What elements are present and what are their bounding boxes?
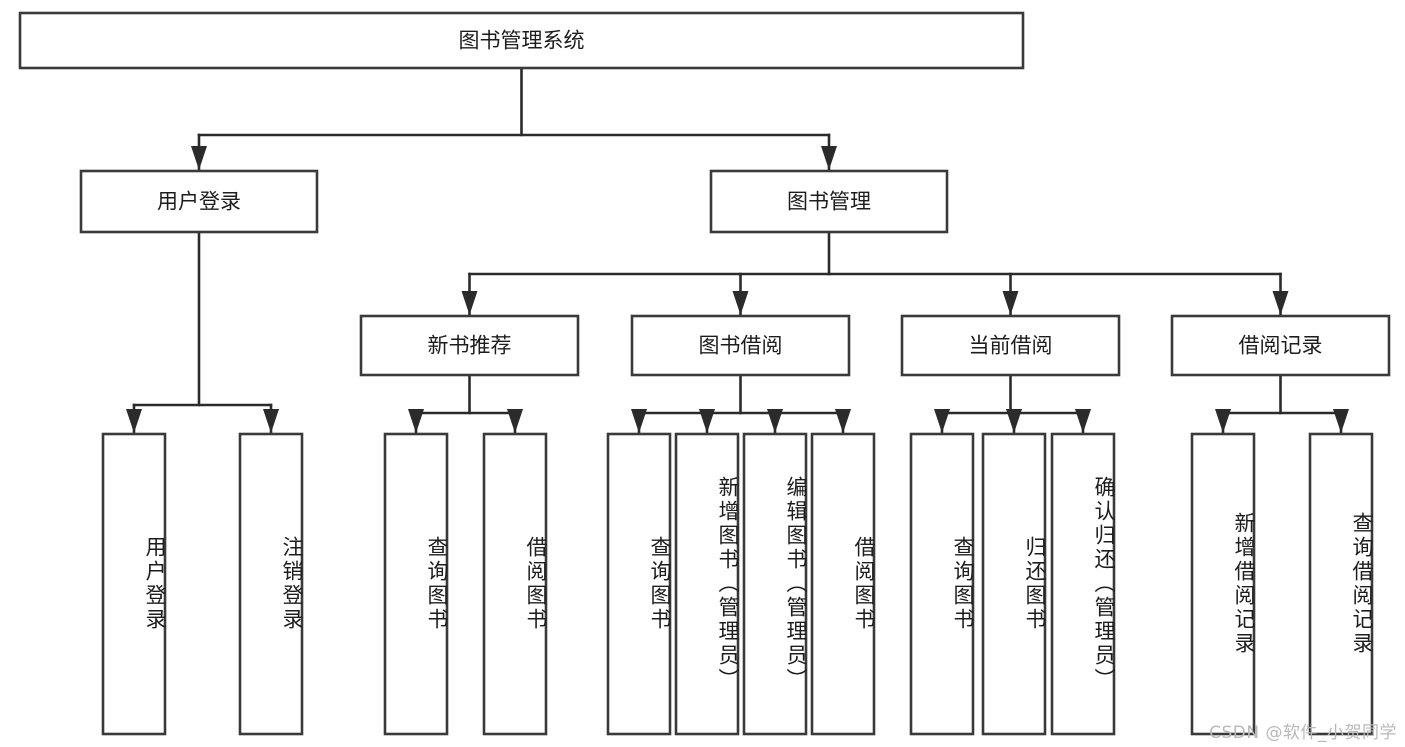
node-leaf-6[interactable] — [742, 432, 808, 736]
arrow-head-icon-level2-1 — [821, 146, 837, 170]
arrow-head-icon-leaf-2 — [408, 409, 424, 433]
node-leaf-4[interactable] — [606, 432, 672, 736]
node-root-label: 图书管理系统 — [459, 29, 585, 53]
node-level2-1[interactable] — [709, 169, 949, 234]
node-level2-label-0: 用户登录 — [157, 190, 241, 214]
arrow-head-icon-leaf-7 — [835, 409, 851, 433]
node-level3-label-3: 借阅记录 — [1239, 334, 1323, 358]
node-level3-label-0: 新书推荐 — [428, 334, 512, 358]
node-leaf-1[interactable] — [238, 432, 304, 736]
arrow-head-icon-level3-0 — [461, 291, 478, 315]
node-level3-3[interactable] — [1170, 314, 1391, 377]
arrow-head-icon-leaf-8 — [934, 409, 950, 433]
boxes-layer — [18, 11, 1391, 736]
node-leaf-7[interactable] — [810, 432, 876, 736]
arrow-head-icon-leaf-1 — [263, 409, 279, 433]
arrow-head-icon-leaf-10 — [1075, 409, 1091, 433]
node-leaf-12[interactable] — [1308, 432, 1374, 736]
node-level2-label-1: 图书管理 — [787, 190, 871, 214]
node-level2-0[interactable] — [79, 169, 319, 234]
arrow-head-icon-leaf-4 — [631, 409, 647, 433]
arrow-head-icon-leaf-6 — [767, 409, 783, 433]
node-level3-2[interactable] — [900, 314, 1121, 377]
arrow-head-icon-leaf-5 — [699, 409, 715, 433]
arrow-head-icon-leaf-0 — [126, 409, 142, 433]
arrow-head-icon-leaf-12 — [1333, 409, 1349, 433]
node-leaf-11[interactable] — [1190, 432, 1256, 736]
arrow-head-icon-level2-0 — [191, 146, 207, 170]
csdn-watermark: CSDN @软件_小贺同学 — [1209, 723, 1397, 743]
node-leaf-8[interactable] — [909, 432, 975, 736]
connectors-layer — [126, 66, 1349, 435]
arrow-head-icon-level3-2 — [1002, 291, 1019, 315]
arrow-head-icon-leaf-3 — [507, 409, 523, 433]
node-level3-label-1: 图书借阅 — [699, 334, 783, 358]
node-root[interactable] — [18, 11, 1025, 70]
arrow-head-icon-leaf-9 — [1006, 409, 1022, 433]
node-leaf-0[interactable] — [101, 432, 167, 736]
node-leaf-10[interactable] — [1050, 432, 1116, 736]
node-leaf-3[interactable] — [482, 432, 548, 736]
arrow-head-icon-level3-1 — [732, 291, 749, 315]
node-level3-0[interactable] — [359, 314, 580, 377]
node-level3-label-2: 当前借阅 — [969, 334, 1053, 358]
arrow-head-icon-level3-3 — [1272, 291, 1289, 315]
arrow-head-icon-leaf-11 — [1215, 409, 1231, 433]
node-leaf-2[interactable] — [383, 432, 449, 736]
node-level3-1[interactable] — [630, 314, 851, 377]
node-leaf-9[interactable] — [981, 432, 1047, 736]
node-leaf-5[interactable] — [674, 432, 740, 736]
